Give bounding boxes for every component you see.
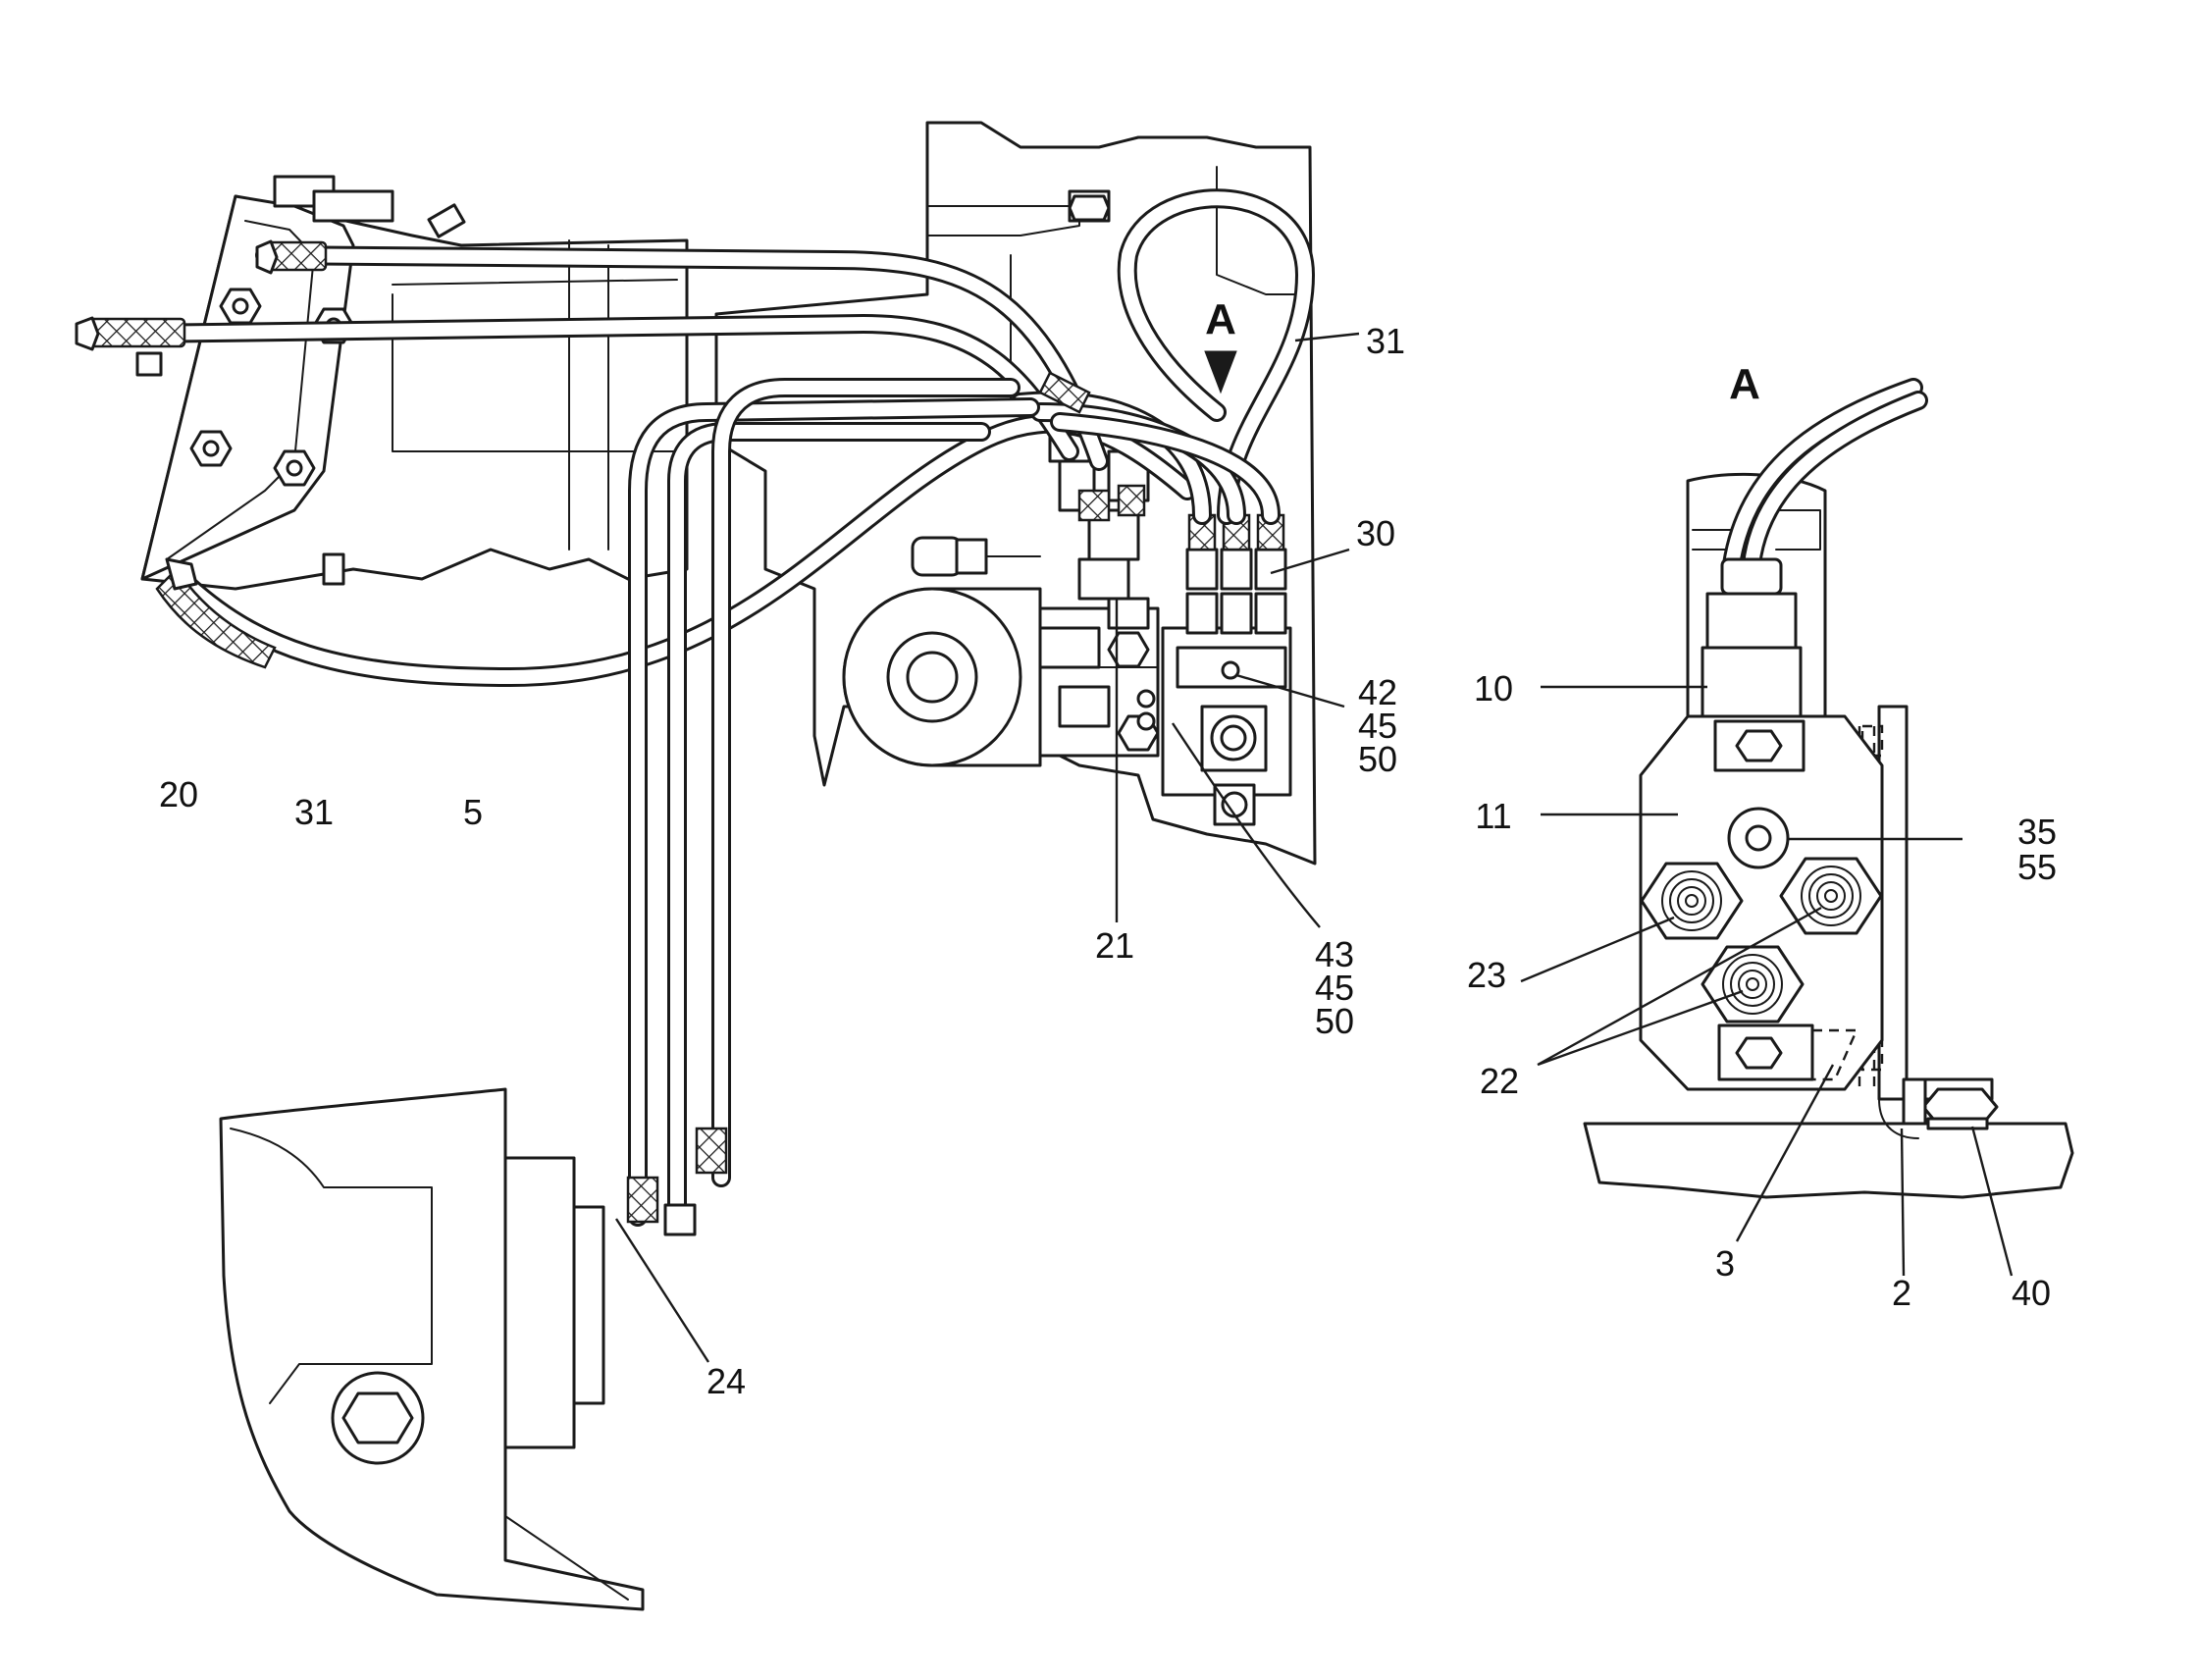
hose-30-bundle (1011, 391, 1281, 525)
callout-30: 30 (1356, 513, 1395, 553)
callout-42: 42 (1358, 672, 1397, 712)
callout-50-upper: 50 (1358, 739, 1397, 779)
callout-11: 11 (1475, 796, 1511, 836)
callout-31-loop: 31 (1366, 321, 1405, 361)
callout-3: 3 (1715, 1243, 1735, 1284)
callout-2: 2 (1892, 1273, 1911, 1313)
view-marker-a: A (1204, 295, 1237, 394)
callout-labels: 20 31 5 31 30 42 45 50 21 43 45 50 24 10… (159, 321, 2057, 1401)
callout-35: 35 (2017, 812, 2057, 852)
hose-31-loop (1117, 188, 1315, 525)
callout-20: 20 (159, 774, 198, 814)
mounting-bolt (1902, 1077, 1999, 1130)
callout-22: 22 (1480, 1061, 1519, 1101)
leader-lines (614, 332, 2014, 1363)
view-marker-letter: A (1205, 295, 1236, 343)
hose-end-fittings (75, 239, 1091, 1236)
mounting-bracket (1136, 626, 1292, 826)
callout-21: 21 (1095, 925, 1134, 966)
round-motor (842, 587, 1042, 767)
pump-bolt (219, 288, 262, 325)
detail-view-a: A (1583, 360, 2074, 1199)
callout-31-return: 31 (294, 792, 334, 832)
lower-housing (219, 1087, 645, 1611)
callout-45-lower: 45 (1315, 968, 1354, 1008)
callout-23: 23 (1467, 955, 1506, 995)
port-fitting (1701, 945, 1805, 1024)
pump-bolt (189, 430, 233, 467)
callout-50-lower: 50 (1315, 1001, 1354, 1041)
callout-5: 5 (463, 792, 483, 832)
pump-bolt (273, 449, 316, 487)
callout-45-upper: 45 (1358, 706, 1397, 746)
manifold-block (1639, 714, 1884, 1091)
callout-40: 40 (2012, 1273, 2051, 1313)
detail-title: A (1729, 360, 1760, 408)
sensor (911, 536, 1041, 577)
port-fitting (1779, 857, 1883, 935)
callout-55: 55 (2017, 847, 2057, 887)
callout-43: 43 (1315, 934, 1354, 974)
view-arrow-icon (1204, 350, 1237, 394)
pipe-bundle-vertical (628, 378, 1040, 1227)
callout-10: 10 (1474, 668, 1513, 709)
callout-24: 24 (706, 1361, 746, 1401)
pump-body (140, 175, 689, 591)
